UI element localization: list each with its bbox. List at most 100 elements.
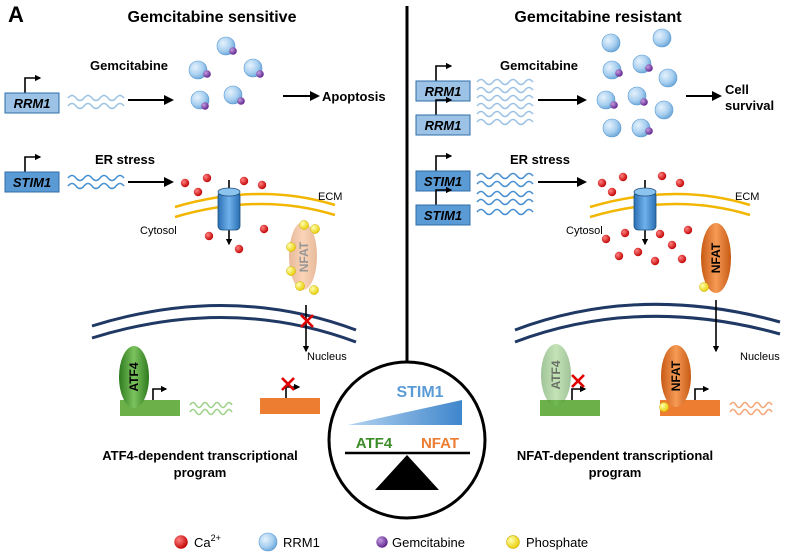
legend-gemcitabine-label: Gemcitabine xyxy=(392,535,465,550)
rrm1-protein xyxy=(601,33,621,53)
left-gemcitabine-label: Gemcitabine xyxy=(90,58,168,73)
left-program-line1: ATF4-dependent transcriptional xyxy=(102,448,298,463)
right-rrm1-label-2: RRM1 xyxy=(425,118,462,133)
calcium-ion xyxy=(259,224,269,234)
calcium-ion xyxy=(655,229,665,239)
calcium-ion xyxy=(657,171,667,181)
rrm1-protein xyxy=(602,118,622,138)
right-nfat-label: NFAT xyxy=(709,242,723,273)
right-atf4-blocked-x-icon xyxy=(571,374,585,388)
legend-phosphate-icon xyxy=(506,535,520,549)
gemcitabine-molecule xyxy=(645,64,653,72)
calcium-ion xyxy=(675,178,685,188)
phosphate xyxy=(309,285,319,295)
left-rrm1-mrna-2 xyxy=(67,102,125,110)
phosphate xyxy=(310,224,320,234)
balance-nfat-label: NFAT xyxy=(421,435,459,452)
legend-calcium-label: Ca2+ xyxy=(194,533,221,550)
phosphate xyxy=(286,242,296,252)
calcium-ion xyxy=(618,172,628,182)
calcium-ion xyxy=(597,178,607,188)
left-rrm1-cluster xyxy=(188,36,264,110)
right-er-membrane-inner xyxy=(589,202,751,219)
panel-letter: A xyxy=(8,2,24,27)
right-ecm-label: ECM xyxy=(735,191,759,203)
right-calcium-channel xyxy=(633,191,657,231)
left-title: Gemcitabine sensitive xyxy=(128,9,297,26)
right-outcome-line1: Cell xyxy=(725,82,749,97)
right-atf4-label: ATF4 xyxy=(549,360,563,389)
left-atf4-label: ATF4 xyxy=(127,362,141,391)
left-rrm1-gene: RRM1 xyxy=(4,74,60,114)
left-nucleus-label: Nucleus xyxy=(307,351,347,363)
right-rrm1-mrna xyxy=(476,78,534,86)
balance-stim1-label: STIM1 xyxy=(396,384,443,401)
right-program-line2: program xyxy=(589,465,642,480)
left-stim1-mrna xyxy=(67,174,125,182)
phosphate xyxy=(299,220,309,230)
right-panel: Gemcitabine resistant RRM1 RRM1 Gemcitab… xyxy=(415,9,781,480)
right-outcome-line2: survival xyxy=(725,98,774,113)
legend-calcium-superscript: 2+ xyxy=(211,533,221,543)
right-rrm1-mrna xyxy=(476,102,534,110)
right-stim1-gene-2: STIM1 xyxy=(415,186,471,226)
right-title: Gemcitabine resistant xyxy=(514,9,682,26)
legend-gemcitabine-icon xyxy=(376,536,388,548)
gemcitabine-molecule xyxy=(610,101,618,109)
calcium-ion xyxy=(607,187,617,197)
right-rrm1-mrna xyxy=(476,110,534,118)
gemcitabine-molecule xyxy=(201,102,209,110)
left-stim1-promoter-arrow xyxy=(24,153,42,172)
rrm1-protein xyxy=(652,28,672,48)
phosphate xyxy=(659,402,669,412)
right-program-line1: NFAT-dependent transcriptional xyxy=(517,448,713,463)
gemcitabine-molecule xyxy=(645,127,653,135)
left-blocked-x-icon xyxy=(300,314,314,328)
left-stim1-label: STIM1 xyxy=(13,175,51,190)
left-nfat-protein xyxy=(289,222,317,290)
legend-calcium-icon xyxy=(174,535,188,549)
right-stim1-label-1: STIM1 xyxy=(424,174,462,189)
balance-diagram: STIM1 ATF4 NFAT xyxy=(327,360,487,520)
right-nfat-protein xyxy=(701,223,731,293)
right-nfat-mrna xyxy=(729,401,773,409)
left-nfat-blocked-x-icon xyxy=(281,377,295,391)
left-nuclear-membrane-inner xyxy=(91,315,357,344)
left-atf4-mrna xyxy=(189,401,233,409)
legend-calcium-text: Ca xyxy=(194,535,211,550)
calcium-ion xyxy=(202,173,212,183)
left-er-membrane-outer xyxy=(174,192,336,209)
left-nuclear-membrane-outer xyxy=(91,303,357,332)
calcium-ion xyxy=(257,180,267,190)
calcium-ion xyxy=(193,187,203,197)
left-cytosol-label: Cytosol xyxy=(140,225,177,237)
phosphate xyxy=(699,282,709,292)
right-rrm1-mrna xyxy=(476,118,534,126)
left-outcome: Apoptosis xyxy=(322,89,386,104)
calcium-ion xyxy=(683,225,693,235)
left-nfat-gene-box xyxy=(260,398,320,414)
rrm1-protein xyxy=(654,100,674,120)
right-cytosol-label: Cytosol xyxy=(566,225,603,237)
left-rrm1-mrna xyxy=(67,94,125,102)
right-er-stress-label: ER stress xyxy=(510,152,570,167)
gemcitabine-molecule xyxy=(229,47,237,55)
right-nucleus-label: Nucleus xyxy=(740,351,780,363)
right-er-membrane-outer xyxy=(589,192,751,209)
left-atf4-promoter-arrow xyxy=(152,385,168,400)
balance-circle xyxy=(327,360,487,520)
calcium-ion xyxy=(677,254,687,264)
legend-rrm1-label: RRM1 xyxy=(283,535,320,550)
right-nfat-promoter-arrow xyxy=(694,385,710,400)
left-ecm-label: ECM xyxy=(318,191,342,203)
phosphate xyxy=(295,281,305,291)
right-stim1-mrna xyxy=(476,180,534,188)
left-program-line2: program xyxy=(174,465,227,480)
calcium-ion xyxy=(620,228,630,238)
calcium-ion xyxy=(180,178,190,188)
rrm1-protein xyxy=(658,68,678,88)
calcium-ion xyxy=(667,240,677,250)
gemcitabine-molecule xyxy=(615,69,623,77)
left-atf4-mrna-2 xyxy=(189,408,233,416)
calcium-ion xyxy=(234,244,244,254)
